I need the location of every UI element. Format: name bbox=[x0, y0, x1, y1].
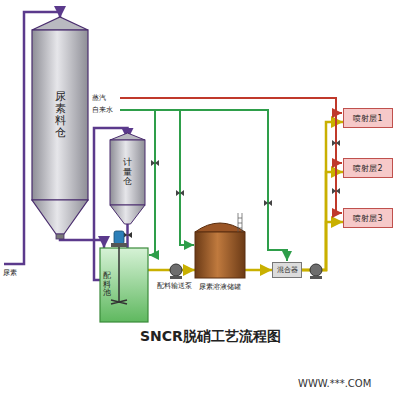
metering-bin bbox=[110, 205, 145, 224]
steam-lines bbox=[120, 98, 342, 213]
pump-symbols bbox=[170, 264, 182, 276]
urea-solution-tank bbox=[195, 213, 245, 278]
pool-shape: 配料池 bbox=[100, 248, 148, 322]
mixer-box: 混合器 bbox=[272, 262, 302, 278]
node-text: 喷射层2 bbox=[353, 163, 382, 174]
water-lines bbox=[149, 110, 155, 255]
line-label: 配料输送泵 bbox=[157, 281, 192, 291]
valve-symbols bbox=[332, 140, 340, 146]
pump-symbols bbox=[310, 264, 322, 276]
node-text: 喷射层1 bbox=[353, 113, 382, 124]
urea-silo bbox=[32, 17, 88, 239]
mixing-pool bbox=[100, 248, 148, 322]
urea-solution-tank bbox=[238, 213, 242, 232]
urea-silo bbox=[32, 17, 88, 30]
valve-symbols bbox=[264, 200, 272, 206]
spray-box: 喷射层1 bbox=[343, 108, 393, 128]
node-text: 混合器 bbox=[277, 265, 298, 275]
mixing-pool bbox=[118, 247, 120, 302]
mixing-pool bbox=[111, 300, 127, 304]
node-text: 配料池 bbox=[103, 272, 111, 298]
mixing-pool bbox=[100, 231, 148, 322]
steam-lines bbox=[336, 112, 342, 114]
tank-shape: 尿素溶液储罐 bbox=[195, 232, 245, 278]
spray-box: 喷射层3 bbox=[343, 208, 393, 228]
line-label: 自来水 bbox=[92, 105, 113, 115]
valve-symbols bbox=[151, 140, 340, 206]
urea-silo bbox=[32, 30, 88, 200]
pipe-connector bbox=[302, 222, 343, 270]
water-lines bbox=[180, 110, 194, 245]
metering-bin bbox=[110, 133, 145, 238]
valve-symbols bbox=[151, 160, 159, 166]
steam-lines bbox=[120, 98, 336, 213]
urea-solution-tank bbox=[195, 223, 245, 232]
urea-silo bbox=[32, 200, 88, 234]
mixing-pool bbox=[114, 231, 124, 244]
pump-symbols bbox=[170, 276, 182, 279]
diagram-title: SNCR脱硝工艺流程图 bbox=[140, 328, 281, 346]
node-text: 喷射层3 bbox=[353, 213, 382, 224]
silo-shape: 尿素料仓 bbox=[32, 30, 88, 200]
bin-shape: 计量仓 bbox=[110, 140, 145, 205]
valve-symbols bbox=[332, 188, 340, 194]
node-text: 尿素溶液储罐 bbox=[199, 282, 241, 292]
metering-bin bbox=[110, 140, 145, 205]
pump-symbols bbox=[310, 276, 322, 279]
spray-box: 喷射层2 bbox=[343, 158, 393, 178]
valve-symbols bbox=[176, 190, 184, 196]
line-label: 尿素 bbox=[3, 268, 17, 278]
watermark: WWW.***.COM bbox=[298, 378, 371, 389]
node-text: 计量仓 bbox=[123, 158, 132, 188]
pipe-connector bbox=[245, 269, 272, 272]
mixing-pool bbox=[111, 243, 127, 247]
line-label: 蒸汽 bbox=[92, 93, 106, 103]
urea-solution-tank bbox=[195, 232, 245, 278]
metering-bin bbox=[110, 133, 145, 140]
node-text: 尿素料仓 bbox=[55, 91, 66, 139]
steam-lines bbox=[336, 212, 342, 214]
steam-lines bbox=[336, 162, 342, 164]
urea-silo bbox=[56, 234, 64, 239]
